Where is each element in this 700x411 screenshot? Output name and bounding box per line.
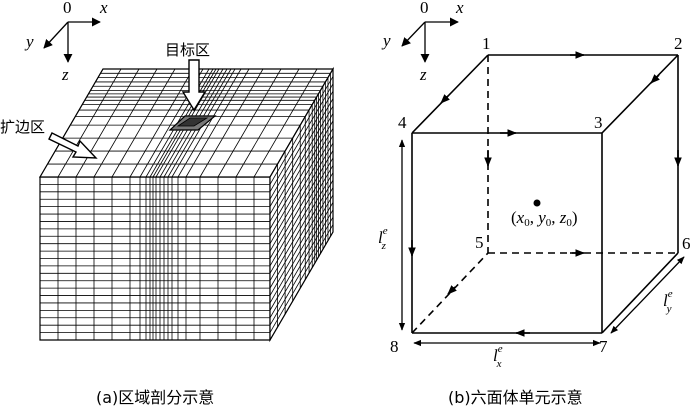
- node-5: 5: [475, 233, 484, 252]
- mesh-line: [269, 187, 334, 296]
- mesh-line: [269, 83, 334, 193]
- axis-x-label: x: [99, 0, 108, 17]
- node-2: 2: [674, 34, 683, 53]
- axis-y-label-b: y: [381, 31, 391, 50]
- caption-a: (a)区域剖分示意: [96, 388, 214, 407]
- mesh-line: [129, 68, 194, 178]
- hexahedron: [411, 54, 679, 334]
- axis-triad-a: [43, 17, 101, 63]
- mesh-line: [269, 128, 334, 237]
- mesh-line: [111, 68, 176, 178]
- mesh-line: [269, 91, 334, 200]
- mesh-line: [235, 68, 300, 178]
- mesh-line: [185, 68, 250, 178]
- node-8: 8: [390, 337, 399, 356]
- mesh-line: [199, 68, 264, 178]
- mesh-line: [75, 68, 140, 178]
- mesh-line: [269, 76, 334, 185]
- mesh-line: [57, 68, 122, 178]
- mesh-line: [269, 98, 334, 207]
- axis-z-label-b: z: [419, 65, 427, 84]
- mesh-line: [269, 202, 334, 311]
- axis-origin-label: 0: [63, 0, 72, 17]
- mesh-line: [269, 209, 334, 318]
- node-7: 7: [599, 337, 608, 356]
- mesh-line: [269, 194, 334, 304]
- dimension-lines: [398, 139, 685, 347]
- mesh-block: [38, 66, 335, 343]
- edge-direction-arrows: [408, 51, 682, 337]
- node-6: 6: [682, 234, 691, 253]
- node-1: 1: [482, 34, 491, 53]
- axis-z-label: z: [61, 65, 69, 84]
- mesh-line: [269, 120, 334, 230]
- node-3: 3: [594, 113, 603, 132]
- expand-label: 扩边区: [0, 118, 45, 136]
- mesh-line: [269, 113, 334, 222]
- expand-arrow: [48, 132, 98, 159]
- axis-y-label: y: [24, 32, 34, 51]
- mesh-line: [269, 165, 334, 274]
- target-arrow: [181, 59, 207, 112]
- mesh-line: [177, 68, 242, 178]
- target-zone: [168, 115, 217, 131]
- mesh-line: [269, 105, 334, 215]
- target-label: 目标区: [165, 41, 210, 59]
- mesh-line: [269, 172, 334, 281]
- mesh-line: [269, 68, 334, 178]
- axis-triad-b: [401, 17, 459, 63]
- axis-origin-label-b: 0: [420, 0, 429, 17]
- mesh-line: [39, 68, 104, 178]
- center-point: [533, 199, 541, 207]
- caption-b: (b)六面体单元示意: [448, 388, 583, 407]
- mesh-line: [269, 150, 334, 259]
- mesh-line: [253, 68, 318, 178]
- mesh-line: [269, 216, 334, 326]
- panel-b: 0 x y z: [378, 0, 691, 407]
- mesh-line: [93, 68, 158, 178]
- mesh-line: [269, 179, 334, 289]
- mesh-line: [217, 68, 282, 178]
- panel-a: 0 x y z 目标区 扩边区 (a)区域剖分示意: [0, 0, 335, 407]
- mesh-line: [269, 224, 334, 333]
- axis-x-label-b: x: [455, 0, 464, 17]
- mesh-line: [269, 142, 334, 252]
- mesh-line: [269, 135, 334, 244]
- center-label: (x0, y0, z0): [511, 208, 578, 229]
- node-4: 4: [398, 113, 407, 132]
- mesh-line: [269, 157, 334, 267]
- mesh-line: [269, 231, 334, 341]
